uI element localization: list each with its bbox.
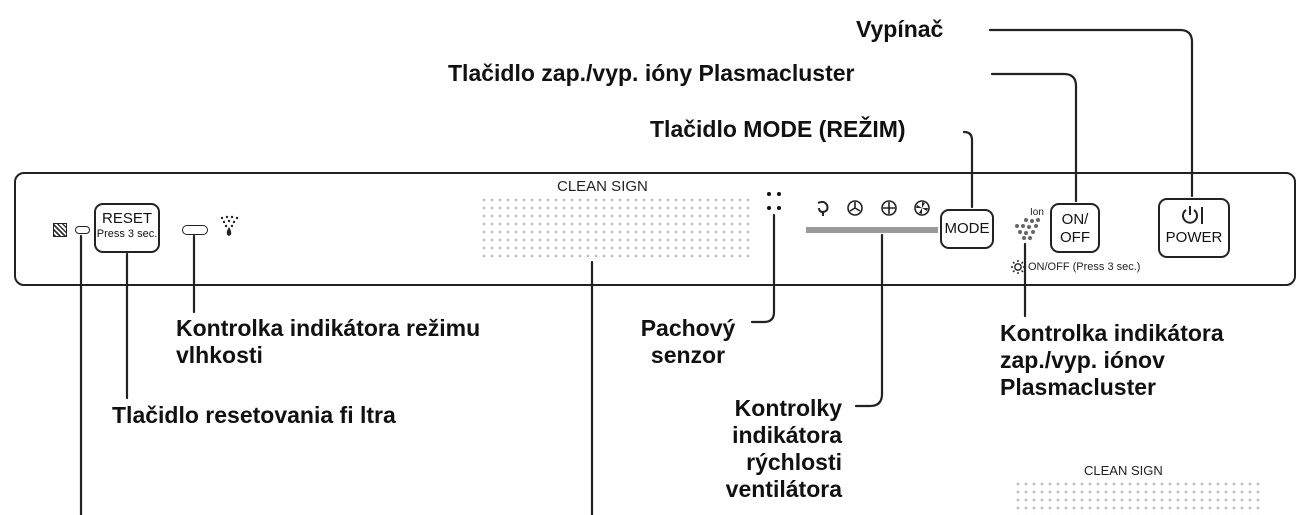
fan-high-icon [914,200,930,216]
label-plasmacluster-button: Tlačidlo zap./vyp. ióny Plasmacluster [448,60,855,86]
label-humidity-indicator: Kontrolka indikátora režimu vlhkosti [176,315,481,368]
inset-clean-sign-display [1014,480,1260,515]
fan-low-icon [847,200,863,216]
light-icon [1011,260,1025,274]
filter-indicator-lamp [75,226,90,234]
label-plasmacluster-indicator: Kontrolka indikátora zap./vyp. iónov Pla… [1000,320,1224,400]
label-power-switch: Vypínač [856,16,944,42]
clean-sign-display [480,196,750,260]
power-icon [1182,206,1203,224]
power-button[interactable]: POWER [1158,198,1230,258]
inset-clean-sign-label: CLEAN SIGN [1084,463,1163,478]
clean-sign-label: CLEAN SIGN [557,178,648,195]
humidity-indicator-lamp [182,225,208,235]
odor-sensor [767,192,781,210]
fan-speed-indicator-bar [806,227,938,233]
fan-auto-icon [817,200,829,216]
onoff-press-text: ON/OFF (Press 3 sec.) [1028,261,1141,273]
mode-button[interactable]: MODE [940,209,994,249]
label-fan-speed-indicators: Kontrolky indikátora rýchlosti ventiláto… [725,395,842,502]
label-filter-reset-button: Tlačidlo resetovania fi ltra [112,402,396,428]
ion-label: Ion [1030,207,1044,218]
filter-icon [53,223,67,237]
label-mode-button: Tlačidlo MODE (REŽIM) [650,116,906,142]
fan-medium-icon [881,200,897,216]
humidity-drop-icon [220,215,239,236]
label-odor-sensor: Pachový senzor [640,315,736,368]
plasmacluster-onoff-button[interactable]: ON/ OFF [1050,203,1100,253]
reset-button[interactable]: RESET Press 3 sec. [94,203,160,253]
ion-dots-icon [1015,218,1040,240]
